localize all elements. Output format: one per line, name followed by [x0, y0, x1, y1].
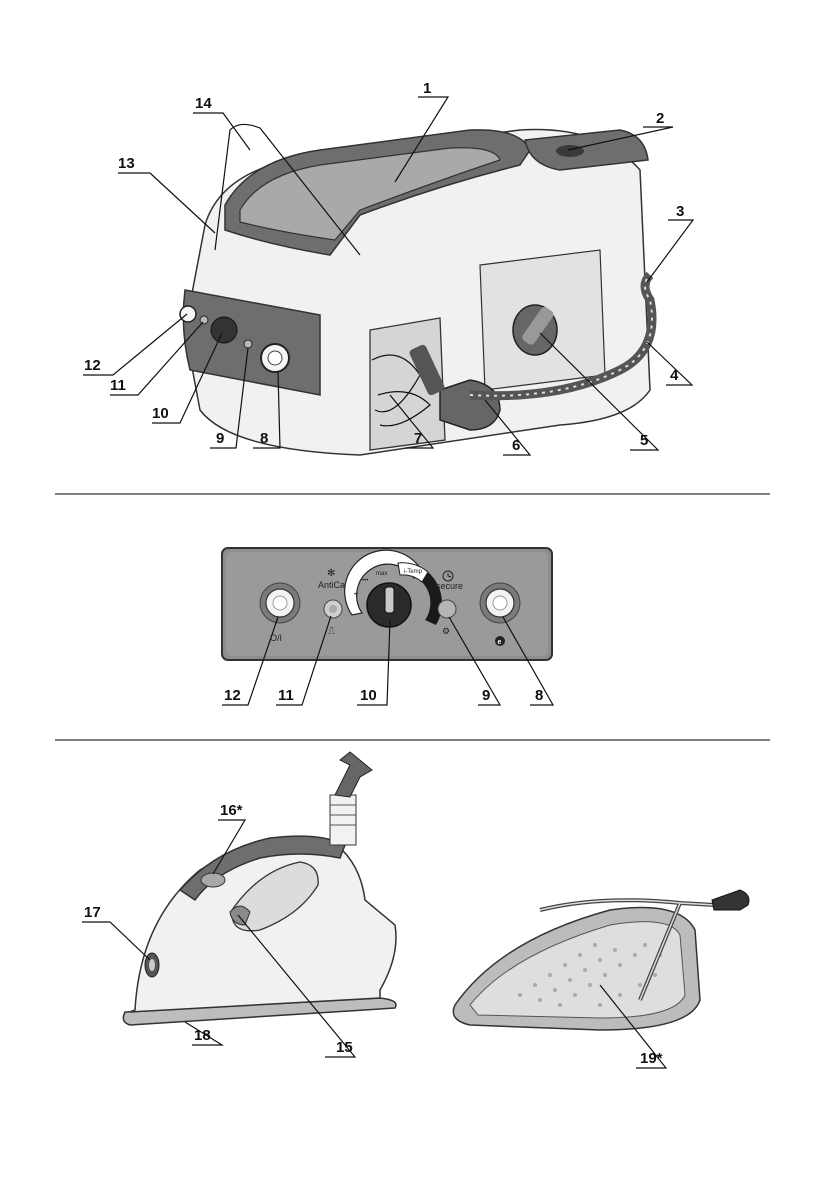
protector-grip: [712, 890, 749, 910]
iron-illustration: [123, 752, 396, 1025]
callout-7: 7: [414, 430, 422, 447]
callout-5: 5: [640, 432, 648, 449]
callout-6: 6: [512, 437, 520, 454]
iron-lock-button: [201, 873, 225, 887]
callouts-panel: 12 11 10 9 8: [224, 687, 543, 704]
base-dial: [211, 317, 237, 343]
steam-station-illustration: [180, 124, 652, 455]
callout-17: 17: [84, 904, 101, 921]
control-panel-illustration: O/I ✻ AntiCalc ⎍ i-Temp max ••• •• secur…: [222, 548, 552, 660]
callout-2: 2: [656, 110, 664, 127]
dial-dots-2: ••: [354, 592, 358, 598]
callout-8: 8: [260, 430, 268, 447]
iron-hose-collar: [330, 795, 356, 845]
callout-10: 10: [152, 405, 169, 422]
anticalc-icon: ✻: [327, 568, 335, 579]
callout-18: 18: [194, 1027, 211, 1044]
descale-icon: ⚙: [442, 626, 450, 636]
protector-illustration: [453, 890, 749, 1030]
panel-callout-9: 9: [482, 687, 490, 704]
dial-pointer: [385, 587, 394, 613]
callout-9: 9: [216, 430, 224, 447]
panel-callout-12: 12: [224, 687, 241, 704]
base-anticalc-light: [200, 316, 208, 324]
panel-callout-11: 11: [278, 687, 294, 704]
callout-4: 4: [670, 367, 679, 384]
panel-callout-8: 8: [535, 687, 543, 704]
secure-indicator: [438, 600, 456, 618]
dial-dots-3: •••: [362, 578, 368, 584]
base-secure-light: [244, 340, 252, 348]
base-power-switch: [180, 306, 196, 322]
callout-1: 1: [423, 80, 431, 97]
eco-label: e: [498, 639, 502, 646]
dial-max-label: max: [376, 571, 387, 577]
callout-14: 14: [195, 95, 212, 112]
callout-11: 11: [110, 377, 126, 394]
dial-itemp-label: i-Temp: [404, 569, 423, 575]
iron-hose-stub: [335, 752, 372, 797]
callout-15: 15: [336, 1039, 353, 1056]
panel-callout-10: 10: [360, 687, 377, 704]
callout-19: 19*: [640, 1050, 663, 1067]
tank-icon: ⎍: [328, 626, 335, 637]
secure-label: secure: [436, 581, 463, 591]
callout-3: 3: [676, 203, 684, 220]
callout-16: 16*: [220, 802, 243, 819]
callout-12: 12: [84, 357, 101, 374]
callout-13: 13: [118, 155, 135, 172]
